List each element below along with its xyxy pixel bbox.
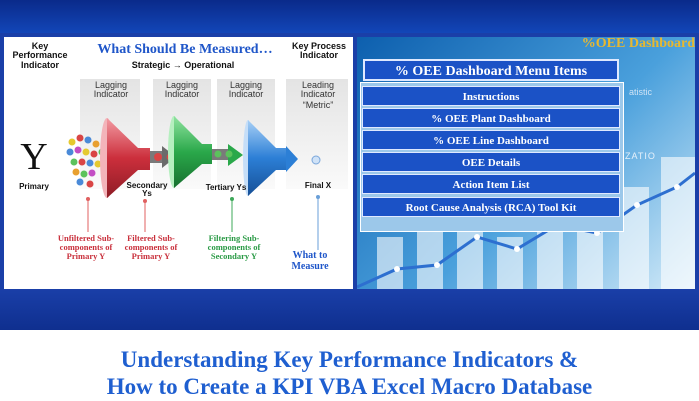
bg-word-1: atistic bbox=[629, 87, 653, 97]
kpi-header: Key Performance Indicator bbox=[12, 41, 68, 70]
menu-item-plant-dashboard[interactable]: % OEE Plant Dashboard bbox=[362, 108, 620, 128]
top-banner bbox=[0, 0, 699, 33]
red-funnel bbox=[107, 118, 150, 198]
lagging-label-1: Lagging Indicator bbox=[93, 80, 129, 100]
menu-item-line-dashboard[interactable]: % OEE Line Dashboard bbox=[362, 130, 620, 150]
input-balls bbox=[66, 134, 106, 188]
bg-word-2: ZATIO bbox=[625, 151, 656, 161]
page-title-line-1: Understanding Key Performance Indicators… bbox=[120, 347, 579, 372]
diagram-subtitle: Strategic → Operational bbox=[131, 60, 235, 70]
green-funnel bbox=[174, 116, 212, 188]
filtering-label: Filtering Sub-components of Secondary Y bbox=[207, 233, 261, 261]
lower-banner bbox=[0, 289, 699, 330]
menu-item-rca-tool-kit[interactable]: Root Cause Analysis (RCA) Tool Kit bbox=[362, 197, 620, 217]
secondary-ys-label: Secondary Ys bbox=[126, 181, 168, 199]
menu-item-instructions[interactable]: Instructions bbox=[362, 86, 620, 106]
page-title-line-2: How to Create a KPI VBA Excel Macro Data… bbox=[106, 374, 593, 399]
metric-label: “Metric” bbox=[302, 100, 334, 110]
menu-item-oee-details[interactable]: OEE Details bbox=[362, 152, 620, 172]
filtered-label: Filtered Sub-components of Primary Y bbox=[124, 233, 178, 261]
menu-item-action-item-list[interactable]: Action Item List bbox=[362, 174, 620, 194]
lagging-label-2: Lagging Indicator bbox=[164, 80, 200, 100]
key-process-header: Key Process Indicator bbox=[291, 41, 347, 61]
leading-label: Leading Indicator bbox=[300, 80, 336, 100]
dashboard-title: %OEE Dashboard bbox=[581, 36, 695, 51]
menu-title: % OEE Dashboard Menu Items bbox=[363, 59, 619, 81]
final-x-label: Final X bbox=[304, 181, 332, 190]
tertiary-ys-label: Tertiary Ys bbox=[205, 183, 247, 192]
lagging-label-3: Lagging Indicator bbox=[228, 80, 264, 100]
unfiltered-label: Unfiltered Sub-components of Primary Y bbox=[57, 233, 115, 261]
page-title-area bbox=[0, 330, 699, 400]
primary-label: Primary bbox=[19, 182, 49, 191]
y-symbol: Y bbox=[20, 136, 48, 178]
blue-funnel bbox=[248, 120, 286, 196]
what-to-measure-label: What to Measure bbox=[291, 250, 329, 272]
column-bg-4 bbox=[286, 79, 348, 189]
diagram-title: What Should Be Measured… bbox=[97, 42, 273, 57]
